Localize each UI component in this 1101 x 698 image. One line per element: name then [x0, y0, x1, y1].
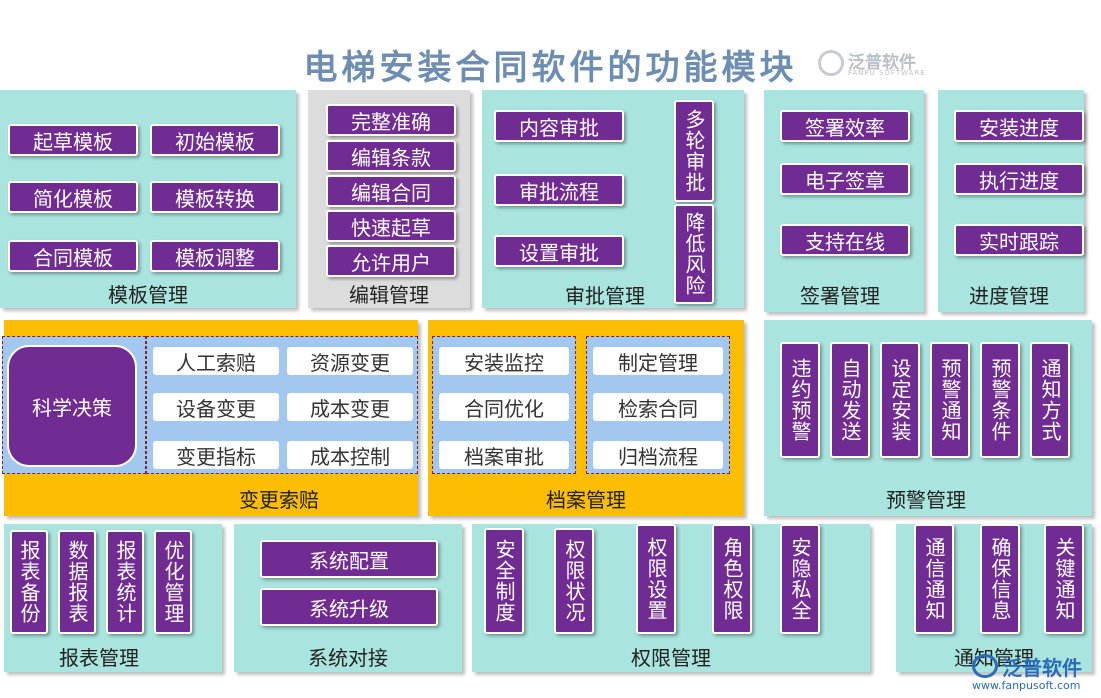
system-item: 系统升级	[260, 588, 438, 626]
brand-logo-bottom: 泛普软件 www.fanpusoft.com	[962, 652, 1101, 698]
permission-item: 安全制度	[484, 528, 524, 634]
report-item: 数据报表	[58, 530, 96, 634]
warning-item: 预警通知	[930, 342, 970, 458]
change-item: 成本变更	[287, 393, 413, 421]
warning-item: 通知方式	[1030, 342, 1070, 458]
archive-panel: 安装监控 合同优化 档案审批 制定管理 检索合同 归档流程 档案管理	[428, 320, 744, 516]
approval-item: 设置审批	[494, 235, 624, 267]
permission-panel: 安全制度 权限状况 权限设置 角色权限 安隐私全 权限管理	[472, 524, 870, 672]
progress-panel-title: 进度管理	[969, 284, 1049, 308]
progress-item: 执行进度	[954, 163, 1084, 195]
edit-item: 快速起草	[326, 210, 456, 242]
approval-item: 内容审批	[494, 110, 624, 142]
brand-logo-subtitle: FANPU SOFTWARE	[848, 69, 926, 77]
edit-panel-title: 编辑管理	[349, 283, 429, 307]
notify-panel: 通信通知 确保信息 关键通知 通知管理	[896, 524, 1092, 672]
report-item: 报表统计	[106, 530, 144, 634]
template-item: 简化模板	[8, 181, 138, 213]
change-panel-title: 变更索赔	[239, 488, 319, 512]
change-item: 变更指标	[153, 441, 279, 469]
report-panel: 报表备份 数据报表 报表统计 优化管理 报表管理	[4, 524, 222, 672]
sign-item: 电子签章	[780, 163, 910, 195]
approval-panel-title: 审批管理	[565, 284, 645, 308]
archive-box-right: 制定管理 检索合同 归档流程	[586, 336, 730, 474]
brand-logo-name: 泛普软件	[848, 53, 916, 73]
template-item: 合同模板	[8, 240, 138, 272]
warning-panel-title: 预警管理	[886, 488, 966, 512]
permission-item: 角色权限	[712, 524, 752, 634]
template-item: 初始模板	[150, 124, 280, 156]
notify-item: 通信通知	[914, 524, 954, 634]
change-item: 人工索赔	[153, 347, 279, 375]
progress-item: 安装进度	[954, 110, 1084, 142]
sign-panel: 签署效率 电子签章 支持在线 签署管理	[764, 90, 924, 312]
page-title: 电梯安装合同软件的功能模块	[303, 48, 798, 88]
warning-item: 预警条件	[980, 342, 1020, 458]
system-panel: 系统配置 系统升级 系统对接	[234, 524, 462, 672]
notify-item: 关键通知	[1044, 524, 1084, 634]
archive-item: 安装监控	[439, 347, 569, 375]
brand-logo-icon	[972, 654, 998, 678]
archive-item: 归档流程	[593, 441, 723, 469]
edit-item: 允许用户	[326, 245, 456, 277]
archive-item: 制定管理	[593, 347, 723, 375]
template-item: 模板转换	[150, 181, 280, 213]
approval-item: 审批流程	[494, 174, 624, 206]
progress-item: 实时跟踪	[954, 224, 1084, 256]
brand-logo-url: www.fanpusoft.com	[972, 679, 1081, 692]
sign-item: 支持在线	[780, 224, 910, 256]
change-item: 资源变更	[287, 347, 413, 375]
permission-panel-title: 权限管理	[631, 646, 711, 670]
report-item: 优化管理	[154, 530, 192, 634]
edit-item: 完整准确	[326, 104, 456, 136]
notify-item: 确保信息	[980, 524, 1020, 634]
edit-panel: 完整准确 编辑条款 编辑合同 快速起草 允许用户 编辑管理	[308, 90, 470, 308]
decision-button: 科学决策	[7, 345, 137, 467]
template-item: 模板调整	[150, 240, 280, 272]
warning-item: 自动发送	[830, 342, 870, 458]
permission-item: 权限状况	[554, 528, 594, 634]
warning-item: 违约预警	[780, 342, 820, 458]
change-decision-box: 科学决策	[2, 336, 146, 474]
warning-item: 设定安装	[880, 342, 920, 458]
brand-logo-name: 泛普软件	[1002, 656, 1082, 680]
permission-item: 安隐私全	[780, 524, 820, 634]
brand-logo-icon	[818, 50, 844, 76]
change-item: 设备变更	[153, 393, 279, 421]
warning-panel: 违约预警 自动发送 设定安装 预警通知 预警条件 通知方式 预警管理	[764, 320, 1092, 516]
report-item: 报表备份	[10, 530, 48, 634]
archive-item: 检索合同	[593, 393, 723, 421]
change-item: 成本控制	[287, 441, 413, 469]
archive-item: 档案审批	[439, 441, 569, 469]
change-items-box: 人工索赔 资源变更 设备变更 成本变更 变更指标 成本控制	[146, 336, 418, 474]
system-panel-title: 系统对接	[308, 646, 388, 670]
sign-item: 签署效率	[780, 110, 910, 142]
approval-panel: 内容审批 审批流程 设置审批 多轮审批 降低风险 审批管理	[482, 90, 744, 308]
permission-item: 权限设置	[636, 524, 676, 634]
report-panel-title: 报表管理	[59, 646, 139, 670]
brand-logo-top: 泛普软件 FANPU SOFTWARE	[818, 48, 928, 78]
archive-panel-title: 档案管理	[546, 488, 626, 512]
template-item: 起草模板	[8, 124, 138, 156]
sign-panel-title: 签署管理	[800, 284, 880, 308]
change-panel: 科学决策 人工索赔 资源变更 设备变更 成本变更 变更指标 成本控制 变更索赔	[2, 320, 418, 516]
edit-item: 编辑条款	[326, 140, 456, 172]
template-panel-title: 模板管理	[108, 283, 188, 307]
system-item: 系统配置	[260, 540, 438, 578]
edit-item: 编辑合同	[326, 175, 456, 207]
archive-item: 合同优化	[439, 393, 569, 421]
approval-vertical-item: 多轮审批	[674, 100, 714, 202]
archive-box-left: 安装监控 合同优化 档案审批	[432, 336, 576, 474]
approval-vertical-item: 降低风险	[674, 204, 714, 304]
template-panel: 起草模板 初始模板 简化模板 模板转换 合同模板 模板调整 模板管理	[0, 90, 296, 308]
progress-panel: 安装进度 执行进度 实时跟踪 进度管理	[938, 90, 1084, 312]
